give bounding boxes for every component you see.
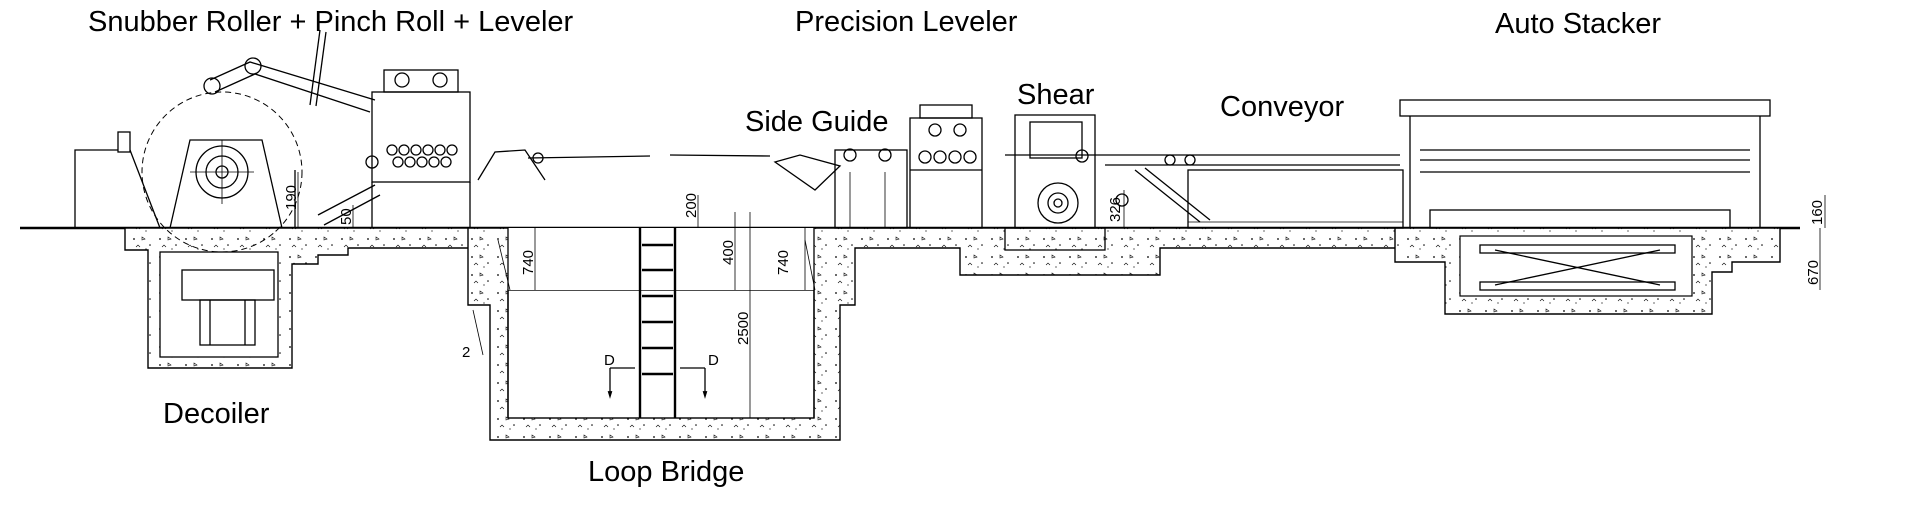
dim-740-left: 740 [520, 250, 537, 275]
dim-160: 160 [1809, 200, 1826, 225]
label-conveyor: Conveyor [1220, 91, 1345, 123]
label-auto-stacker: Auto Stacker [1495, 8, 1662, 40]
dim-400: 400 [720, 240, 737, 265]
section-mark-d-right: D [708, 352, 719, 369]
dim-326: 326 [1107, 197, 1124, 222]
label-loop-bridge: Loop Bridge [588, 456, 745, 488]
section-mark-d-left: D [604, 352, 615, 369]
auto-stacker-machine [1399, 99, 1771, 291]
label-side-guide: Side Guide [745, 106, 889, 138]
foundation [20, 226, 1800, 441]
dim-670: 670 [1805, 260, 1822, 285]
dimension-lines [297, 172, 1826, 418]
loop-bridge [497, 228, 816, 418]
dim-190: 190 [283, 185, 300, 210]
conveyor-machine [1105, 154, 1404, 229]
leveler-rolls [386, 144, 458, 168]
dim-2500: 2500 [735, 312, 752, 345]
decoiler-machine [74, 91, 303, 346]
dim-2: 2 [462, 344, 470, 361]
label-precision-leveler: Precision Leveler [795, 6, 1018, 38]
shear-machine [1004, 114, 1106, 251]
snubber-pinch-leveler-machine [203, 29, 651, 228]
label-snubber-pinch-leveler: Snubber Roller + Pinch Roll + Leveler [88, 6, 574, 38]
label-shear: Shear [1017, 79, 1095, 111]
dim-50: 50 [338, 208, 355, 225]
side-guide-machine [669, 148, 908, 229]
label-decoiler: Decoiler [163, 398, 270, 430]
dim-740-right: 740 [775, 250, 792, 275]
precision-leveler-machine [909, 104, 983, 229]
dim-200: 200 [683, 193, 700, 218]
